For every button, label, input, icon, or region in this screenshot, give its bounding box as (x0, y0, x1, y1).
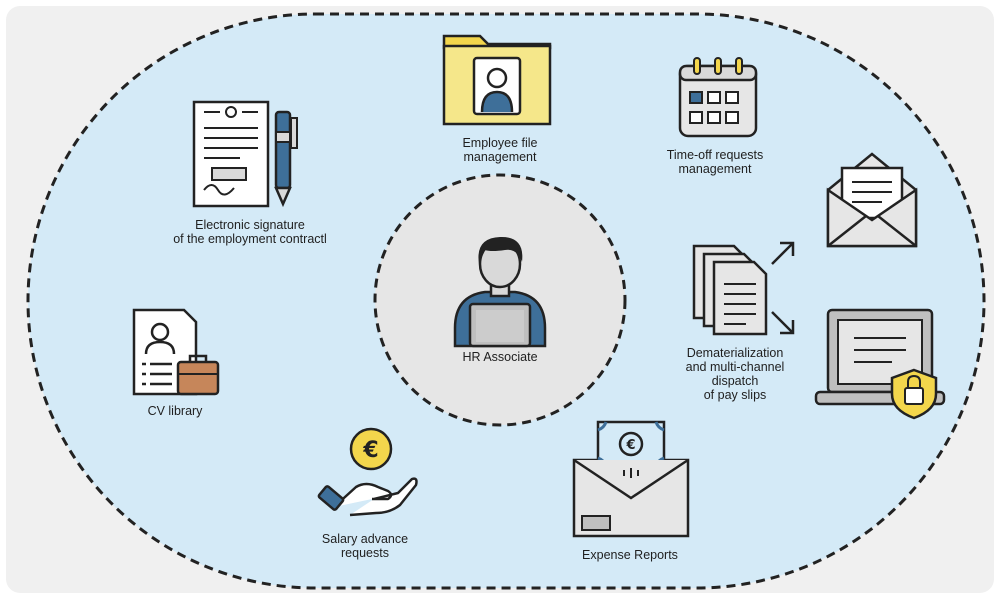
hr-associate-icon (453, 236, 547, 348)
arrow-down-right-icon (771, 311, 795, 335)
svg-text:€: € (362, 438, 378, 463)
open-envelope-icon (826, 152, 918, 248)
center-label: HR Associate (462, 350, 538, 364)
salary-advance-label: Salary advance requests (321, 532, 409, 560)
contract-pen-icon (192, 100, 298, 208)
e-signature-label: Electronic signature of the employment c… (173, 218, 327, 246)
pay-slips-label: Dematerialization and multi-channel disp… (685, 346, 785, 402)
expense-reports-label: Expense Reports (582, 548, 678, 562)
cv-briefcase-icon (132, 308, 220, 396)
time-off-label: Time-off requests management (666, 148, 764, 176)
arrow-up-right-icon (771, 241, 795, 265)
calendar-icon (678, 57, 758, 138)
laptop-lock-icon (814, 308, 946, 420)
folder-person-icon (442, 34, 552, 126)
hand-euro-icon: € (317, 427, 418, 517)
svg-text:€: € (625, 438, 635, 453)
employee-file-label: Employee file management (462, 136, 538, 164)
cv-library-label: CV library (147, 404, 203, 418)
envelope-banknote-icon: € (572, 420, 690, 538)
documents-stack-icon (692, 244, 768, 336)
